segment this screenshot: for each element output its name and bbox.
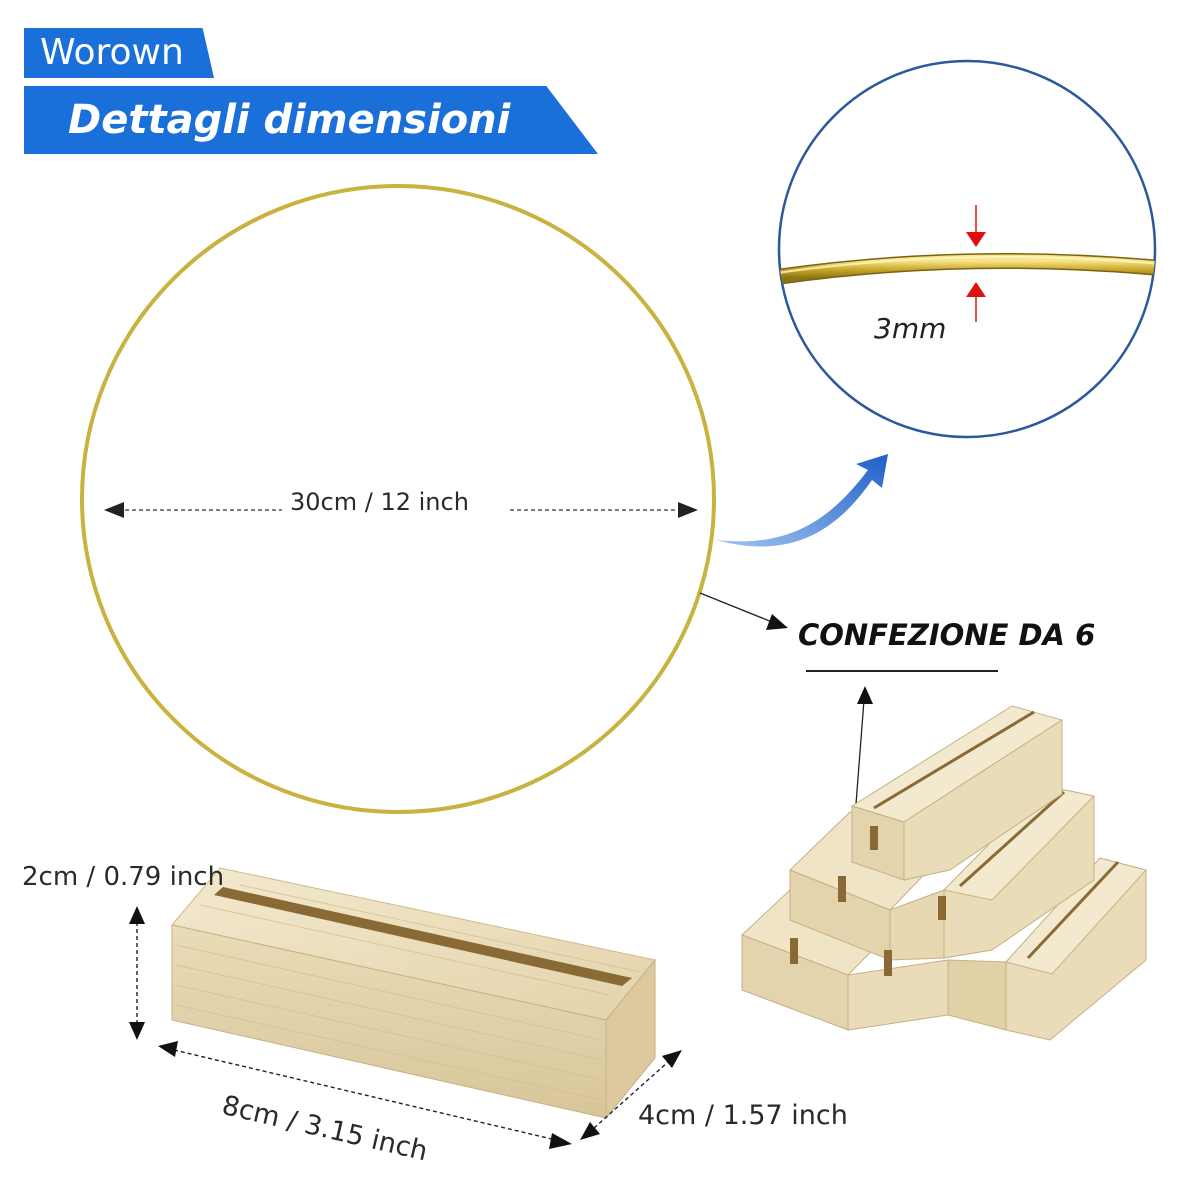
stand-depth-label: 4cm / 1.57 inch — [638, 1100, 848, 1131]
wood-stand — [171, 867, 656, 1120]
page-title-banner: Dettagli dimensioni — [24, 86, 598, 154]
stand-height-label: 2cm / 0.79 inch — [22, 862, 225, 892]
metal-ring — [80, 184, 716, 814]
pack-pointer-arrow — [699, 592, 998, 805]
pack-quantity-label: CONFEZIONE DA 6 — [798, 618, 1096, 652]
curved-arrow-icon — [716, 454, 888, 547]
page-title: Dettagli dimensioni — [68, 97, 511, 143]
thickness-marker — [966, 205, 986, 322]
brand-name: Worown — [40, 32, 184, 73]
brand-badge: Worown — [24, 28, 214, 78]
stand-dimensions — [129, 906, 682, 1149]
wire-zoom-detail — [777, 59, 1157, 439]
ring-diameter-label: 30cm / 12 inch — [290, 488, 469, 516]
wire-thickness-label: 3mm — [874, 312, 947, 345]
diameter-dimension — [104, 502, 698, 518]
stand-pack — [741, 705, 1147, 1041]
